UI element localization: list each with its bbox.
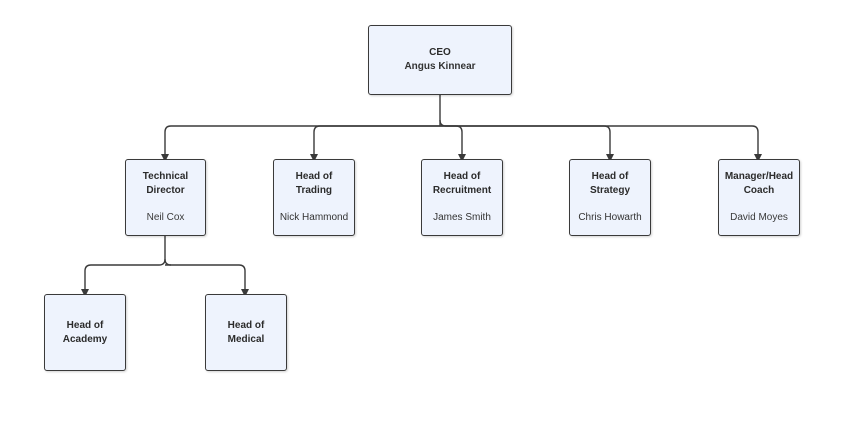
- technical-director-name: Neil Cox: [146, 212, 185, 223]
- connector-to-manager-head-coach: [440, 125, 762, 162]
- head-of-medical-box: Head of Medical: [205, 294, 287, 371]
- head-of-academy-title: Head of Academy: [62, 319, 108, 345]
- manager-head-coach-box: Manager/Head Coach David Moyes: [718, 159, 800, 236]
- head-of-recruitment-box: Head of Recruitment James Smith: [421, 159, 503, 236]
- head-of-strategy-title: Head of Strategy: [589, 171, 630, 196]
- head-of-trading-title: Head of Trading: [295, 171, 333, 196]
- technical-director-box: Technical Director Neil Cox: [125, 159, 206, 236]
- connector-to-technical-director: [161, 125, 440, 162]
- technical-director-title: Technical Director: [142, 171, 189, 196]
- ceo-title: CEO: [429, 47, 451, 58]
- head-of-recruitment-name: James Smith: [433, 212, 491, 223]
- head-of-medical-title: Head of Medical: [227, 319, 265, 345]
- head-of-trading-box: Head of Trading Nick Hammond: [273, 159, 355, 236]
- manager-head-coach-name: David Moyes: [730, 212, 788, 223]
- connector-td-trunk: [164, 236, 172, 266]
- connector-to-head-of-medical: [165, 264, 249, 297]
- manager-head-coach-title: Manager/Head Coach: [724, 171, 794, 196]
- head-of-recruitment-title: Head of Recruitment: [432, 171, 492, 196]
- ceo-box: CEO Angus Kinnear: [368, 25, 512, 95]
- connector-to-head-of-academy: [81, 258, 166, 297]
- head-of-strategy-box: Head of Strategy Chris Howarth: [569, 159, 651, 236]
- head-of-academy-box: Head of Academy: [44, 294, 126, 371]
- head-of-strategy-name: Chris Howarth: [578, 212, 642, 223]
- ceo-name: Angus Kinnear: [404, 61, 476, 72]
- connector-to-head-of-strategy: [440, 125, 614, 162]
- connector-to-head-of-trading: [310, 125, 440, 162]
- head-of-trading-name: Nick Hammond: [279, 212, 349, 223]
